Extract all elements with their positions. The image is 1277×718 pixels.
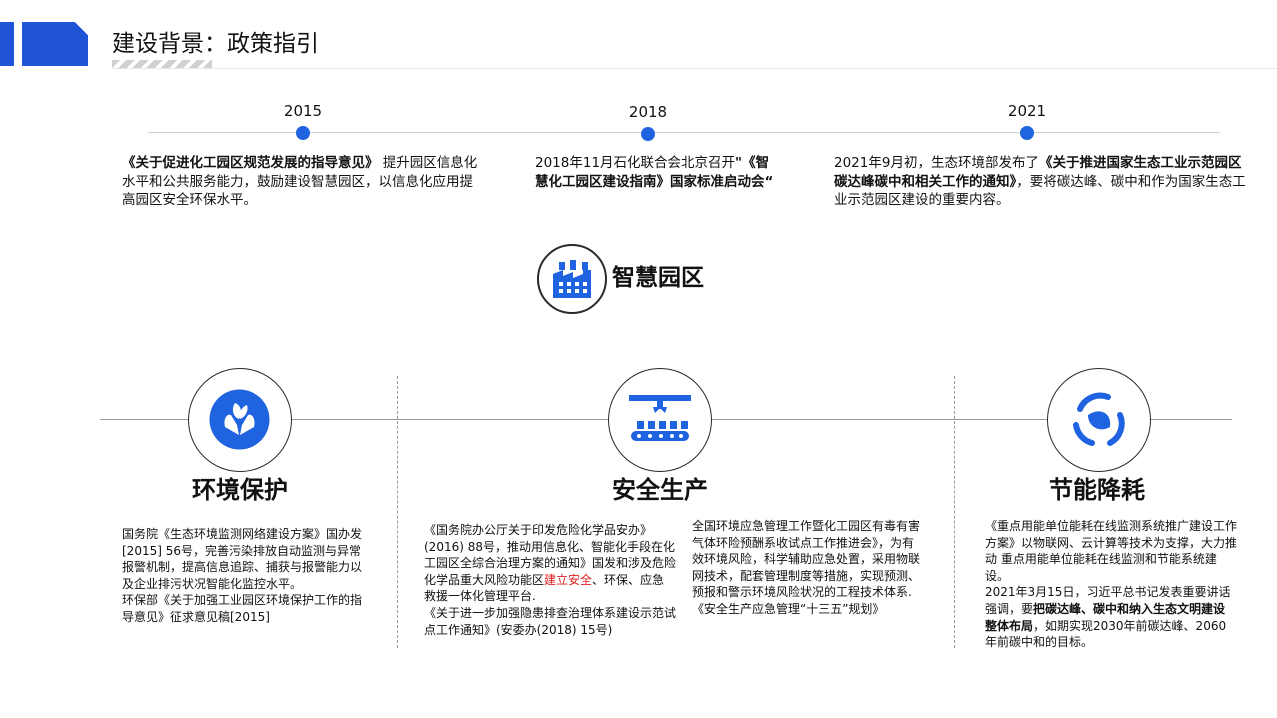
text-run: 《关于促进化工园区规范发展的指导意见》	[122, 155, 379, 171]
timeline-axis	[148, 132, 1220, 133]
section-text-energy: 《重点用能单位能耗在线监测系统推广建设工作方案》以物联网、云计算等技术为支撑，大…	[985, 518, 1237, 651]
production-line-icon	[629, 395, 691, 441]
section-text-safety-left: 《国务院办公厅关于印发危险化学品安办》(2016) 88号，推动用信息化、智能化…	[424, 522, 676, 638]
smart-park-logo	[537, 244, 607, 314]
text-run: 《重点用能单位能耗在线监测系统推广建设工作方案》以物联网、云计算等技术为支撑，大…	[985, 519, 1238, 583]
factory-icon	[553, 260, 591, 298]
section-divider	[954, 376, 955, 648]
section-divider	[397, 376, 398, 648]
text-run: ，如期实现2030年前碳达峰、2060年前碳中和的目标。	[985, 618, 1227, 650]
timeline-dot	[1020, 126, 1034, 140]
text-run: 《关于推进国家生态工业示范园区碳达峰碳中和相关工作的通知》	[834, 155, 1242, 190]
text-run: 全国环境应急管理工作暨化工园区有毒有害气体环险预酬系收试点工作推进会》，为有效环…	[692, 519, 921, 600]
hands-leaf-icon	[209, 389, 270, 450]
recycle-leaf-icon	[1073, 392, 1125, 446]
header-accent-bar	[0, 22, 14, 66]
energy-icon-circle	[1047, 368, 1151, 472]
timeline-year-2021: 2021	[1007, 102, 1047, 120]
safety-icon-circle	[608, 368, 712, 472]
text-run: 《国务院办公厅关于印发危险化学品安办》(2016) 88号，推动用信息化、智能化…	[424, 523, 677, 587]
text-run: 环保部《关于加强工业园区环境保护工作的指导意见》征求意见稿[2015]	[122, 593, 363, 624]
section-title-safety: 安全生产	[612, 476, 708, 504]
text-run: 2021年3月15日，习近平总书记发表重要讲话强调，要	[985, 585, 1231, 616]
section-title-energy: 节能降耗	[1049, 476, 1145, 504]
timeline-text-2018: 2018年11月石化联合会北京召开"《智慧化工园区建设指南》国家标准启动会“	[535, 154, 781, 191]
text-run: 把碳达峰、碳中和纳入生态文明建设整体布局	[985, 601, 1226, 633]
text-run: 2018年11月石化联合会北京召开	[535, 155, 736, 171]
text-run: ，要将碳达峰、碳中和作为国家生态工业示范园区建设的重要内容。	[834, 173, 1246, 209]
page-title: 建设背景：政策指引	[112, 31, 319, 57]
timeline-dot	[296, 126, 310, 140]
section-title-environment: 环境保护	[192, 476, 288, 504]
header-divider	[112, 68, 1277, 69]
header-accent-tab	[22, 22, 88, 66]
timeline-text-2015: 《关于促进化工园区规范发展的指导意见》 提升园区信息化水平和公共服务能力，鼓励建…	[122, 154, 478, 210]
text-run: 国务院《生态环境监测网络建设方案》国办发[2015] 56号，完善污染排放自动监…	[122, 527, 363, 591]
section-text-safety-right: 全国环境应急管理工作暨化工园区有毒有害气体环险预酬系收试点工作推进会》，为有效环…	[692, 518, 924, 618]
text-run: 《安全生产应急管理“十三五”规划》	[692, 601, 885, 616]
section-text-environment: 国务院《生态环境监测网络建设方案》国办发[2015] 56号，完善污染排放自动监…	[122, 526, 370, 626]
text-run: 《关于进一步加强隐患排查治理体系建设示范试点工作通知》(安委办(2018) 15…	[424, 605, 677, 637]
timeline-text-2021: 2021年9月初，生态环境部发布了《关于推进国家生态工业示范园区碳达峰碳中和相关…	[834, 154, 1250, 210]
timeline-year-2015: 2015	[283, 102, 323, 120]
text-run: "《智慧化工园区建设指南》国家标准启动会“	[535, 155, 774, 190]
text-run: 提升园区信息化水平和公共服务能力，鼓励建设智慧园区，以信息化应用提高园区安全环保…	[122, 155, 478, 208]
text-run: 2021年9月初，生态环境部发布了	[834, 155, 1039, 171]
header-stripes	[112, 60, 212, 68]
timeline-dot	[641, 127, 655, 141]
text-run: 建立安全	[544, 572, 593, 587]
environment-icon-circle	[188, 368, 292, 472]
smart-park-label: 智慧园区	[612, 265, 704, 291]
timeline-year-2018: 2018	[628, 103, 668, 121]
text-run: 、环保、应急救援一体化管理平台.	[424, 572, 665, 604]
